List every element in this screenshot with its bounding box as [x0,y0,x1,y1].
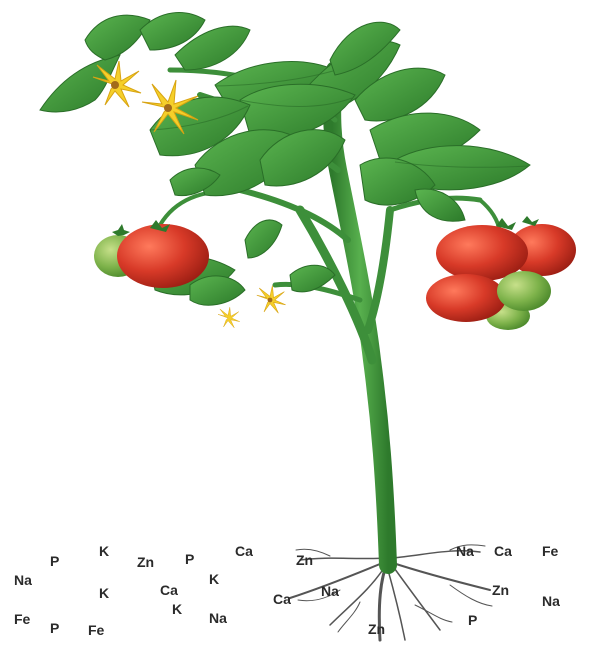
tomato-red [117,224,209,288]
nutrient-label: Fe [14,611,31,627]
leaf [190,276,245,305]
tomato-cluster-right [426,216,576,330]
nutrient-label: K [99,585,109,601]
nutrient-label: P [185,551,194,567]
nutrient-label: K [209,571,219,587]
nutrient-label: P [50,553,59,569]
nutrient-label: Fe [542,543,559,559]
nutrient-label: K [172,601,182,617]
flower [218,307,240,328]
nutrient-label: Fe [88,622,105,638]
nutrient-label: Na [542,593,560,609]
nutrient-label: Zn [137,554,154,570]
nutrient-label: Ca [273,591,291,607]
nutrient-label: Na [209,610,227,626]
nutrient-label: K [99,543,109,559]
leaf [245,220,282,258]
nutrient-label: Zn [492,582,509,598]
nutrient-label: Na [14,572,32,588]
nutrient-label: Ca [235,543,253,559]
leaf [415,189,465,221]
leaf [290,265,335,292]
soil-nutrient-labels: Na P K Zn P Ca Zn K Ca K K Fe P Fe Na Ca… [14,543,560,638]
nutrient-label: Zn [368,621,385,637]
leaf [40,55,120,112]
nutrient-label: Ca [160,582,178,598]
tomato-cluster-left [94,220,209,288]
nutrient-label: Ca [494,543,512,559]
leaf [85,15,150,60]
tomato-red [426,274,506,322]
nutrient-label: P [468,612,477,628]
nutrient-label: Na [456,543,474,559]
tomato-green [497,271,551,311]
flower [257,286,286,314]
nutrient-label: P [50,620,59,636]
nutrient-label: Zn [296,552,313,568]
nutrient-label: Na [321,583,339,599]
